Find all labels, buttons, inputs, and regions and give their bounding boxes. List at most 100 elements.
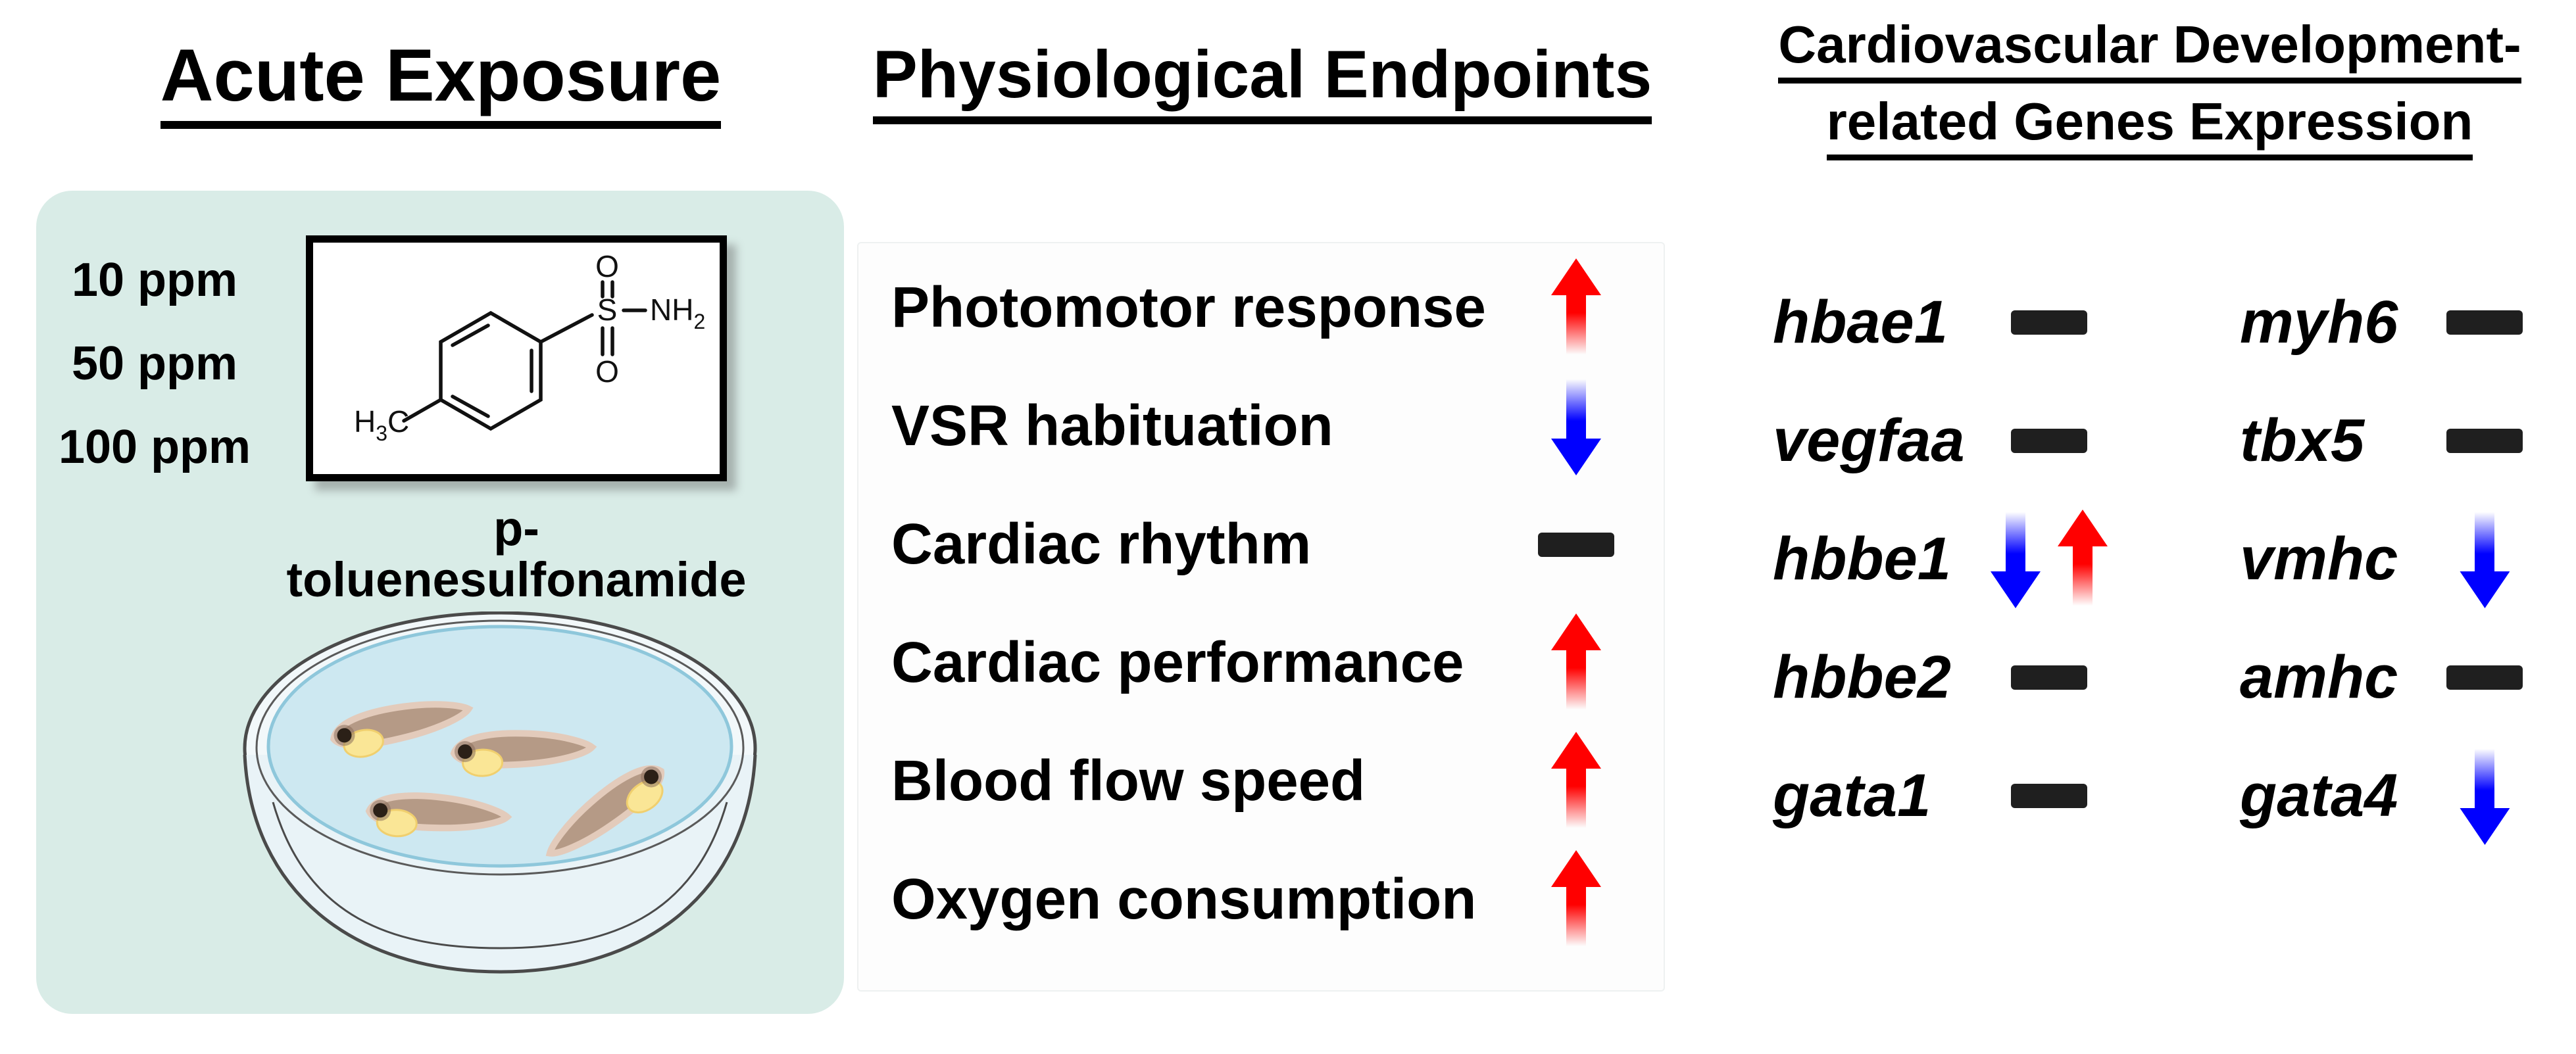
gene-name-label: myh6	[2240, 288, 2398, 356]
gene-row: gata1	[1756, 736, 2131, 855]
ring-double-bond	[451, 395, 490, 418]
dish-bowl-inner-edge	[272, 802, 728, 949]
chemical-structure-box: H3C S O O NH2	[306, 235, 727, 481]
endpoint-row: Cardiac rhythm	[858, 485, 1664, 604]
effect-indicator	[1538, 532, 1614, 557]
gene-indicator-slot	[1967, 310, 2131, 335]
endpoint-rows: Photomotor response VSR habituation Card…	[858, 243, 1664, 959]
effect-indicator	[2446, 428, 2523, 453]
oxygen-bottom-label: O	[595, 354, 619, 389]
endpoint-indicator-slot	[1520, 258, 1632, 357]
gene-name-label: amhc	[2240, 643, 2398, 711]
zebrafish-larva	[450, 730, 597, 777]
effect-indicator	[1551, 850, 1601, 949]
ring-sulfur-bond	[539, 313, 594, 344]
effect-indicator	[1551, 377, 1601, 475]
endpoint-indicator-slot	[1520, 377, 1632, 475]
no-change-dash-icon	[2446, 428, 2523, 453]
up-arrow-icon	[1551, 850, 1601, 949]
methyl-label: H3C	[354, 404, 409, 445]
acute-exposure-panel: 10 ppm 50 ppm 100 ppm H3C S O O	[36, 191, 844, 1014]
gene-row: myh6	[2223, 263, 2565, 381]
no-change-dash-icon	[2011, 310, 2087, 335]
no-change-dash-icon	[2011, 783, 2087, 808]
gene-column-left: hbae1 vegfaa hbbe1 hbbe2 gata1	[1756, 263, 2131, 855]
down-arrow-icon	[2460, 510, 2510, 608]
effect-indicator	[1551, 732, 1601, 830]
gene-name-label: vmhc	[2240, 525, 2398, 592]
amine-label: NH2	[650, 293, 705, 333]
physiological-endpoints-panel: Photomotor response VSR habituation Card…	[857, 242, 1665, 992]
gene-indicator-slot	[1967, 428, 2131, 453]
dish-rim-inner	[255, 619, 745, 876]
endpoint-row: Cardiac performance	[858, 604, 1664, 722]
section-title-genes-expression: Cardiovascular Development- related Gene…	[1723, 17, 2576, 171]
genes-title-line1: Cardiovascular Development-	[1723, 17, 2576, 84]
gene-indicator-slot	[2404, 428, 2565, 453]
gene-name-label: tbx5	[2240, 406, 2365, 474]
endpoint-indicator-slot	[1520, 532, 1632, 557]
endpoint-row: VSR habituation	[858, 367, 1664, 485]
endpoint-label: Blood flow speed	[891, 749, 1366, 813]
endpoint-row: Oxygen consumption	[858, 840, 1664, 959]
gene-row: gata4	[2223, 736, 2565, 855]
down-arrow-icon	[2460, 746, 2510, 845]
methyl-bond	[402, 398, 443, 423]
gene-indicator-slot	[2404, 510, 2565, 608]
gene-row: vmhc	[2223, 500, 2565, 618]
section-title-acute-exposure: Acute Exposure	[36, 37, 845, 129]
no-change-dash-icon	[1538, 532, 1614, 557]
no-change-dash-icon	[2446, 310, 2523, 335]
endpoint-label: Cardiac rhythm	[891, 512, 1312, 576]
effect-indicator	[2011, 665, 2087, 690]
concentration-label: 50 ppm	[71, 337, 238, 390]
effect-indicator	[1991, 510, 2108, 608]
gene-indicator-slot	[2404, 746, 2565, 845]
chemical-name-label: p-toluenesulfonamide	[286, 501, 747, 607]
up-arrow-icon	[1551, 258, 1601, 357]
concentration-label: 10 ppm	[71, 254, 238, 306]
gene-row: tbx5	[2223, 381, 2565, 500]
effect-indicator	[2446, 665, 2523, 690]
gene-row: hbbe2	[1756, 618, 2131, 736]
genes-title-line2: related Genes Expression	[1723, 94, 2576, 160]
gene-row: hbbe1	[1756, 500, 2131, 618]
gene-row: vegfaa	[1756, 381, 2131, 500]
endpoint-indicator-slot	[1520, 732, 1632, 830]
no-change-dash-icon	[2011, 665, 2087, 690]
gene-indicator-slot	[2404, 310, 2565, 335]
gene-name-label: hbbe2	[1773, 643, 1951, 711]
effect-indicator	[2011, 428, 2087, 453]
down-arrow-icon	[1551, 377, 1601, 475]
acute-exposure-title-text: Acute Exposure	[160, 37, 722, 129]
gene-indicator-slot	[1967, 783, 2131, 808]
benzene-ring	[439, 310, 543, 431]
gene-indicator-slot	[2404, 665, 2565, 690]
gene-row: hbae1	[1756, 263, 2131, 381]
effect-indicator	[2011, 310, 2087, 335]
gene-column-right: myh6 tbx5 vmhc amhc gata4	[2223, 263, 2565, 855]
effect-indicator	[1551, 613, 1601, 712]
endpoint-label: Photomotor response	[891, 275, 1486, 339]
zebrafish-larva	[545, 765, 664, 857]
endpoint-row: Blood flow speed	[858, 722, 1664, 840]
up-arrow-icon	[1551, 732, 1601, 830]
up-arrow-icon	[2058, 510, 2108, 608]
endpoint-label: VSR habituation	[891, 394, 1333, 458]
ring-double-bond	[451, 323, 490, 347]
sulfur-label: S	[597, 293, 618, 327]
no-change-dash-icon	[2446, 665, 2523, 690]
endpoint-row: Photomotor response	[858, 249, 1664, 367]
gene-name-label: gata1	[1773, 761, 1931, 829]
oxygen-top-label: O	[595, 249, 619, 283]
effect-indicator	[2011, 783, 2087, 808]
concentration-label: 100 ppm	[58, 421, 251, 473]
zebrafish-larva	[365, 792, 512, 838]
effect-indicator	[2446, 310, 2523, 335]
section-title-physiological-endpoints: Physiological Endpoints	[857, 39, 1668, 125]
down-arrow-icon	[1991, 510, 2041, 608]
gene-name-label: hbbe1	[1773, 525, 1951, 592]
gene-name-label: gata4	[2240, 761, 2398, 829]
endpoint-indicator-slot	[1520, 850, 1632, 949]
gene-name-label: vegfaa	[1773, 406, 1965, 474]
